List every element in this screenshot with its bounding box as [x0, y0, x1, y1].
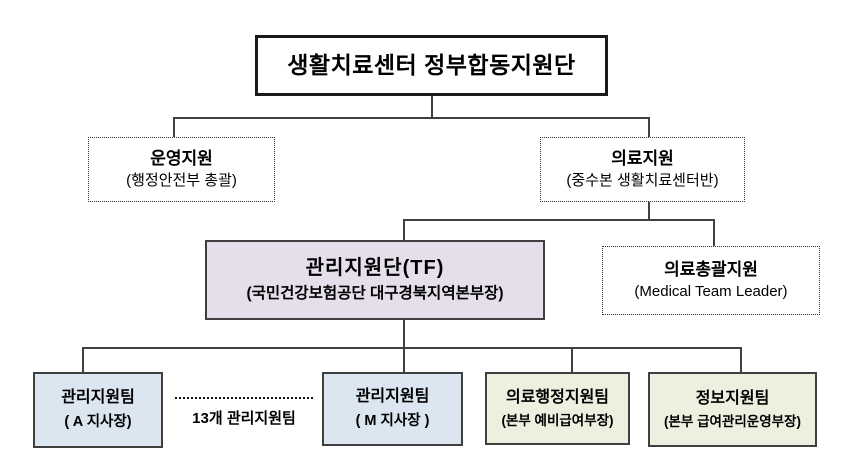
- node-operation-support: 운영지원 (행정안전부 총괄): [88, 137, 275, 202]
- connector-operation-drop: [173, 117, 175, 138]
- node-operation-support-subtitle: (행정안전부 총괄): [126, 172, 237, 190]
- node-root-title: 생활치료센터 정부합동지원단: [287, 52, 576, 79]
- node-info-team: 정보지원팀 (본부 급여관리운영부장): [648, 372, 817, 447]
- connector-medical-drop: [648, 117, 650, 138]
- node-team-m-title: 관리지원팀: [355, 388, 430, 406]
- node-medical-support-title: 의료지원: [611, 149, 674, 168]
- node-team-a-subtitle: ( A 지사장): [64, 414, 132, 431]
- node-medical-lead: 의료총괄지원 (Medical Team Leader): [602, 246, 820, 315]
- node-medical-admin-team-subtitle: (본부 예비급여부장): [501, 412, 614, 428]
- node-team-a: 관리지원팀 ( A 지사장): [33, 372, 163, 448]
- connector-level3-rail: [403, 219, 714, 221]
- node-root: 생활치료센터 정부합동지원단: [255, 35, 608, 96]
- connector-team-m-drop: [403, 347, 405, 373]
- node-info-team-title: 정보지원팀: [695, 389, 770, 407]
- ellipsis-dotted-line: [175, 397, 313, 399]
- connector-medical-stem: [648, 202, 650, 220]
- node-info-team-subtitle: (본부 급여관리운영부장): [664, 413, 801, 429]
- node-medical-support: 의료지원 (중수본 생활치료센터반): [540, 137, 745, 202]
- node-team-a-title: 관리지원팀: [61, 389, 135, 407]
- node-medical-admin-team-title: 의료행정지원팀: [505, 388, 610, 406]
- connector-tf-drop: [403, 219, 405, 241]
- connector-medlead-drop: [713, 219, 715, 247]
- connector-team-a-drop: [82, 347, 84, 373]
- connector-root-stem: [431, 96, 433, 117]
- node-medical-support-subtitle: (중수본 생활치료센터반): [566, 172, 719, 190]
- connector-level4-rail: [82, 347, 741, 349]
- ellipsis-label: 13개 관리지원팀: [192, 410, 296, 427]
- node-management-tf-subtitle: (국민건강보험공단 대구경북지역본부장): [246, 285, 504, 303]
- connector-level2-rail: [173, 117, 649, 119]
- node-team-m-subtitle: ( M 지사장 ): [355, 413, 430, 430]
- node-medical-lead-title: 의료총괄지원: [664, 260, 758, 279]
- connector-tf-stem: [403, 320, 405, 347]
- node-management-tf-title: 관리지원단(TF): [305, 257, 445, 280]
- node-medical-lead-subtitle: (Medical Team Leader): [634, 283, 788, 301]
- node-management-tf: 관리지원단(TF) (국민건강보험공단 대구경북지역본부장): [205, 240, 545, 320]
- node-operation-support-title: 운영지원: [150, 149, 213, 168]
- node-medical-admin-team: 의료행정지원팀 (본부 예비급여부장): [485, 372, 630, 445]
- node-team-m: 관리지원팀 ( M 지사장 ): [322, 372, 463, 446]
- connector-medadmin-drop: [571, 347, 573, 373]
- connector-info-drop: [740, 347, 742, 373]
